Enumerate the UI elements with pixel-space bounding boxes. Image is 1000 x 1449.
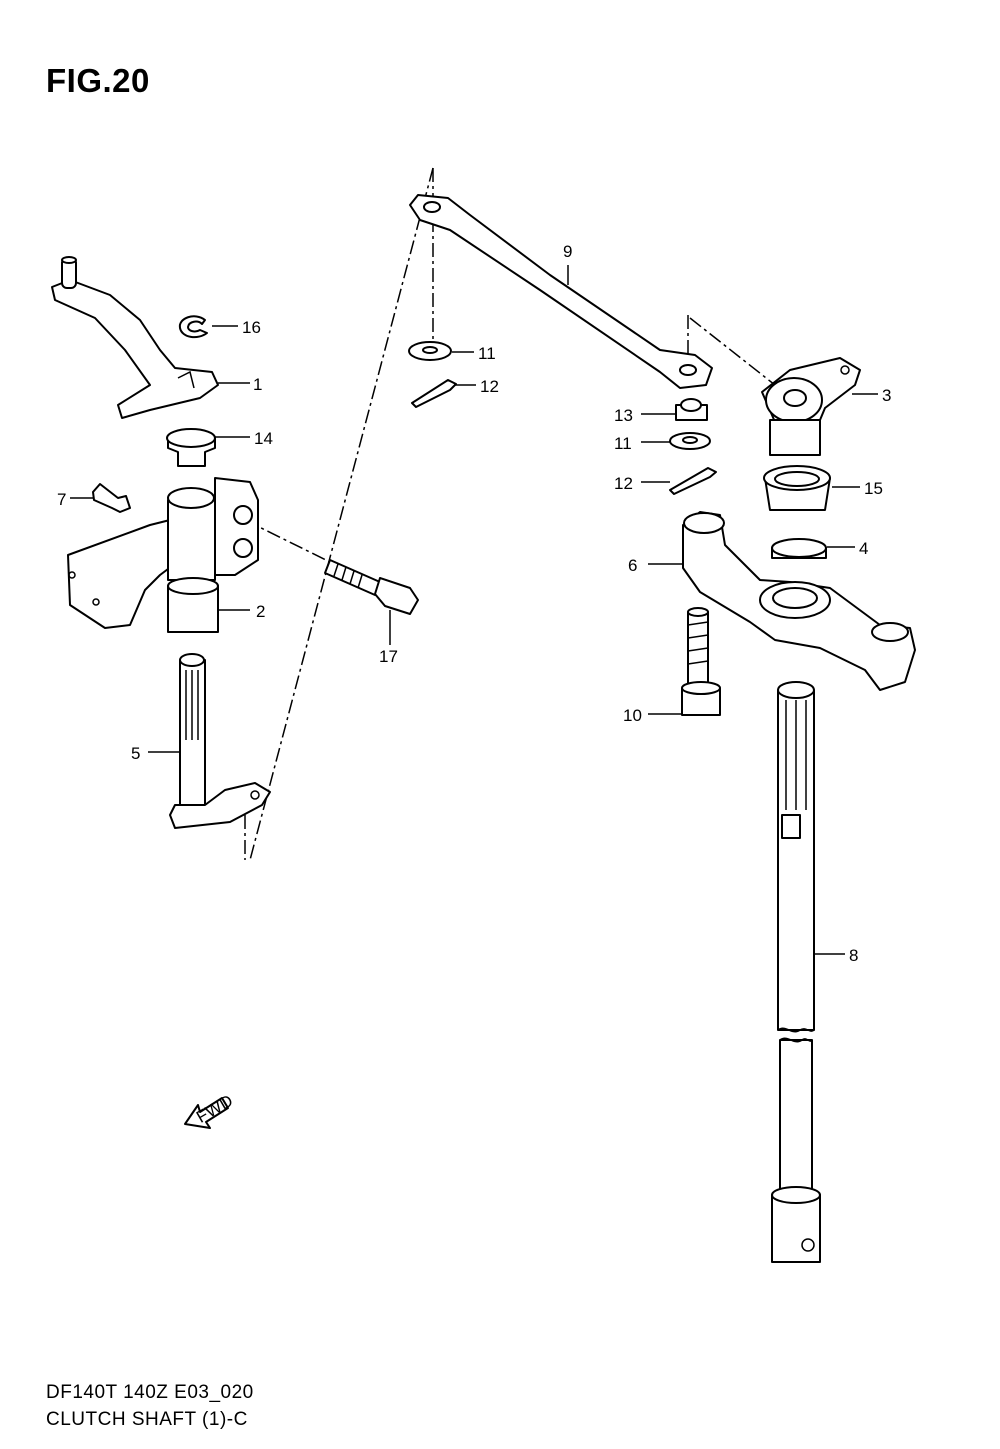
callout-1: 1 bbox=[253, 375, 262, 394]
callout-17: 17 bbox=[379, 647, 398, 666]
part-8-long-shaft bbox=[771, 681, 821, 1263]
fwd-label: FWD bbox=[193, 1091, 236, 1127]
callout-4: 4 bbox=[859, 539, 868, 558]
part-15-bushing bbox=[763, 465, 831, 511]
part-12-cotter-pin-left bbox=[411, 379, 457, 408]
callout-8: 8 bbox=[849, 946, 858, 965]
callout-5: 5 bbox=[131, 744, 140, 763]
figure-title: FIG.20 bbox=[46, 62, 150, 99]
part-16-e-ring bbox=[178, 315, 208, 339]
fwd-arrow-icon: FWD bbox=[184, 1091, 236, 1129]
part-17-bolt bbox=[324, 559, 419, 615]
caption-section-name: CLUTCH SHAFT (1)-C bbox=[46, 1409, 248, 1430]
leader-lines bbox=[70, 265, 878, 955]
part-2-clutch-lever bbox=[67, 477, 259, 633]
part-12-cotter-pin-right bbox=[669, 467, 717, 495]
callout-12-left: 12 bbox=[480, 377, 499, 396]
part-5-shaft bbox=[169, 653, 271, 829]
part-4-ring bbox=[771, 538, 827, 559]
part-3-arm bbox=[761, 357, 861, 456]
callout-12-right: 12 bbox=[614, 474, 633, 493]
callout-3: 3 bbox=[882, 386, 891, 405]
callouts: 16 1 14 7 2 17 5 9 11 12 13 11 12 3 15 4… bbox=[57, 242, 891, 965]
callout-7: 7 bbox=[57, 490, 66, 509]
callout-11-left: 11 bbox=[478, 344, 496, 363]
callout-16: 16 bbox=[242, 318, 261, 337]
part-7-grease-nipple bbox=[92, 483, 131, 513]
callout-15: 15 bbox=[864, 479, 883, 498]
callout-11-right: 11 bbox=[614, 434, 632, 453]
callout-2: 2 bbox=[256, 602, 265, 621]
callout-10: 10 bbox=[623, 706, 642, 725]
part-11-washer-left bbox=[408, 341, 452, 361]
callout-6: 6 bbox=[628, 556, 637, 575]
callout-14: 14 bbox=[254, 429, 273, 448]
caption-model-code: DF140T 140Z E03_020 bbox=[46, 1382, 254, 1403]
part-9-link-rod bbox=[409, 194, 713, 389]
part-10-bolt bbox=[681, 607, 721, 716]
part-13-collar bbox=[675, 398, 708, 421]
part-14-bushing bbox=[166, 428, 216, 467]
callout-13: 13 bbox=[614, 406, 633, 425]
part-11-washer-right bbox=[669, 432, 711, 450]
part-1-lever bbox=[51, 256, 219, 419]
callout-9: 9 bbox=[563, 242, 572, 261]
part-6-lower-arm bbox=[682, 511, 916, 691]
